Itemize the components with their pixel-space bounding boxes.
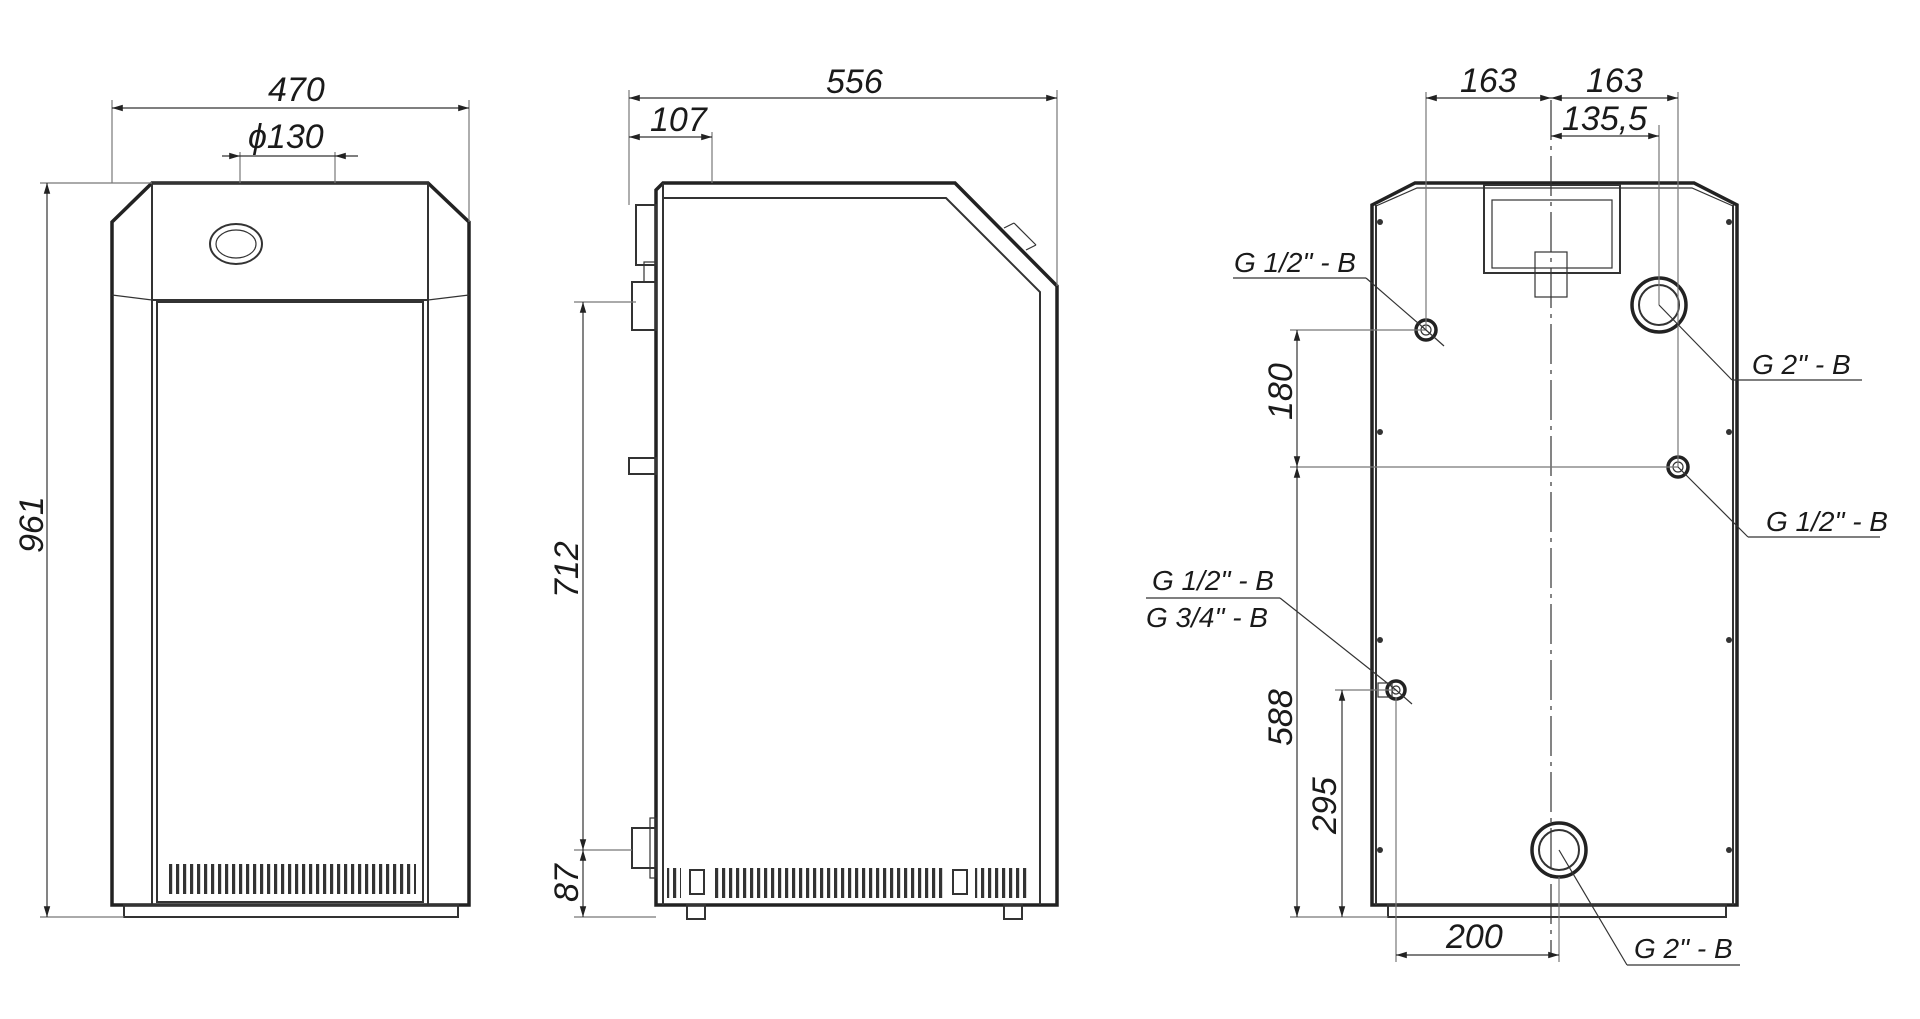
dim-flue-offset-107: 107 — [650, 101, 708, 139]
dim-flue-diameter: ϕ130 — [248, 118, 324, 156]
dim-height-712: 712 — [548, 541, 586, 598]
side-vent-grille-2 — [975, 868, 1027, 898]
dim-offset-135-5: 135,5 — [1562, 100, 1647, 138]
label-conn-side-low-2: G 3/4" - B — [1146, 602, 1268, 633]
dim-height-588: 588 — [1262, 689, 1300, 746]
flue-outlet — [209, 223, 263, 265]
dim-offset-163-right: 163 — [1586, 62, 1643, 100]
front-vent-grille — [166, 864, 416, 894]
label-conn-flow: G 2" - B — [1752, 349, 1851, 380]
dim-depth-556: 556 — [826, 63, 883, 101]
side-vent-grille-1 — [667, 868, 681, 898]
rear-view: 163 163 135,5 180 588 295 200 G 1/2" - B… — [1146, 62, 1888, 966]
front-view: 470 ϕ130 961 — [13, 71, 471, 918]
side-view: 556 107 712 87 — [548, 63, 1059, 920]
label-conn-mid-right: G 1/2" - B — [1766, 506, 1888, 537]
dim-spacing-180: 180 — [1262, 363, 1300, 420]
label-conn-upper-left: G 1/2" - B — [1234, 247, 1356, 278]
dim-width-470: 470 — [268, 71, 325, 109]
label-conn-side-low-1: G 1/2" - B — [1152, 565, 1274, 596]
dim-height-961: 961 — [13, 496, 51, 553]
label-conn-bottom-return: G 2" - B — [1634, 933, 1733, 964]
side-bottom-connector — [631, 827, 657, 869]
dim-offset-200: 200 — [1445, 918, 1503, 956]
dim-height-87: 87 — [548, 863, 586, 902]
dim-offset-163-left: 163 — [1460, 62, 1517, 100]
dim-height-295: 295 — [1306, 777, 1344, 835]
